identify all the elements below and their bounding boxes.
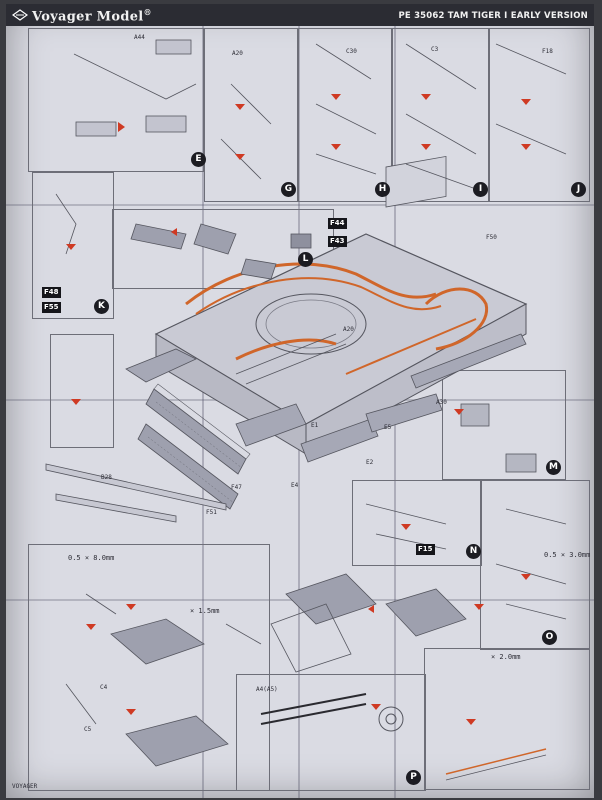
step-marker: N <box>466 544 481 559</box>
part-label: C5 <box>84 726 92 733</box>
part-label: C3 <box>431 46 439 53</box>
fold-line <box>202 4 204 798</box>
small-parts-drawing <box>55 39 567 725</box>
part-badge: F15 <box>416 544 435 555</box>
part-label: A4(A5) <box>256 686 278 693</box>
part-label: A30 <box>436 399 447 406</box>
part-label: C4 <box>100 684 108 691</box>
panel-step-p <box>236 674 426 791</box>
part-label: F47 <box>231 484 242 491</box>
sheet-header: Voyager Model® PE 35062 TAM TIGER I EARL… <box>6 4 594 26</box>
panel-step-k <box>32 172 114 319</box>
part-label: A44 <box>134 34 145 41</box>
panel-side-detail <box>50 334 114 448</box>
step-marker: J <box>571 182 586 197</box>
sheet-footer: VOYAGER <box>12 783 38 790</box>
track-links-drawing <box>137 383 251 510</box>
part-label: F18 <box>542 48 553 55</box>
panel-step-n <box>352 480 482 566</box>
panel-step-m <box>442 370 566 480</box>
panel-step-g <box>204 28 298 202</box>
part-badge: F55 <box>42 302 61 313</box>
instruction-sheet: Voyager Model® PE 35062 TAM TIGER I EARL… <box>6 4 594 798</box>
part-label: F50 <box>486 234 497 241</box>
panel-step-e <box>28 28 204 172</box>
panel-step-i <box>392 28 490 202</box>
part-label: A20 <box>232 50 243 57</box>
drill-dimension-label: 0.5 × 3.0mm <box>544 551 591 559</box>
step-marker: E <box>191 152 206 167</box>
panel-step-h <box>298 28 392 202</box>
part-label: E5 <box>384 424 392 431</box>
red-arrows <box>66 94 531 725</box>
bottom-plates-drawing <box>110 573 547 781</box>
part-label: C30 <box>346 48 357 55</box>
drill-dimension-label: 0.5 × 8.0mm <box>68 554 115 562</box>
panel-bottom-left <box>28 544 270 791</box>
part-badge: F43 <box>328 236 347 247</box>
brand-logo-icon <box>12 9 28 21</box>
drill-dimension-label: × 1.5mm <box>190 607 220 615</box>
panel-bottom-right <box>424 648 590 790</box>
step-marker: I <box>473 182 488 197</box>
part-label: E1 <box>311 422 319 429</box>
part-label: B28 <box>101 474 112 481</box>
step-marker: L <box>298 252 313 267</box>
fender-strips-drawing <box>45 333 527 523</box>
drill-dimension-label: × 2.0mm <box>491 653 521 661</box>
part-badge: F44 <box>328 218 347 229</box>
part-label: E2 <box>366 459 374 466</box>
panel-step-o <box>480 480 590 650</box>
step-marker: M <box>546 460 561 475</box>
step-marker: K <box>94 299 109 314</box>
step-marker: P <box>406 770 421 785</box>
assembly-drawings <box>45 39 567 781</box>
part-label: F51 <box>206 509 217 516</box>
part-label: A20 <box>343 326 354 333</box>
part-badge: F48 <box>42 287 61 298</box>
step-marker: H <box>375 182 390 197</box>
product-title: PE 35062 TAM TIGER I EARLY VERSION <box>398 11 588 21</box>
part-label: E4 <box>291 482 299 489</box>
step-marker: G <box>281 182 296 197</box>
brand-name: Voyager Model® <box>32 7 152 25</box>
fold-line <box>6 204 594 206</box>
step-marker: O <box>542 630 557 645</box>
panel-step-j <box>488 28 590 202</box>
